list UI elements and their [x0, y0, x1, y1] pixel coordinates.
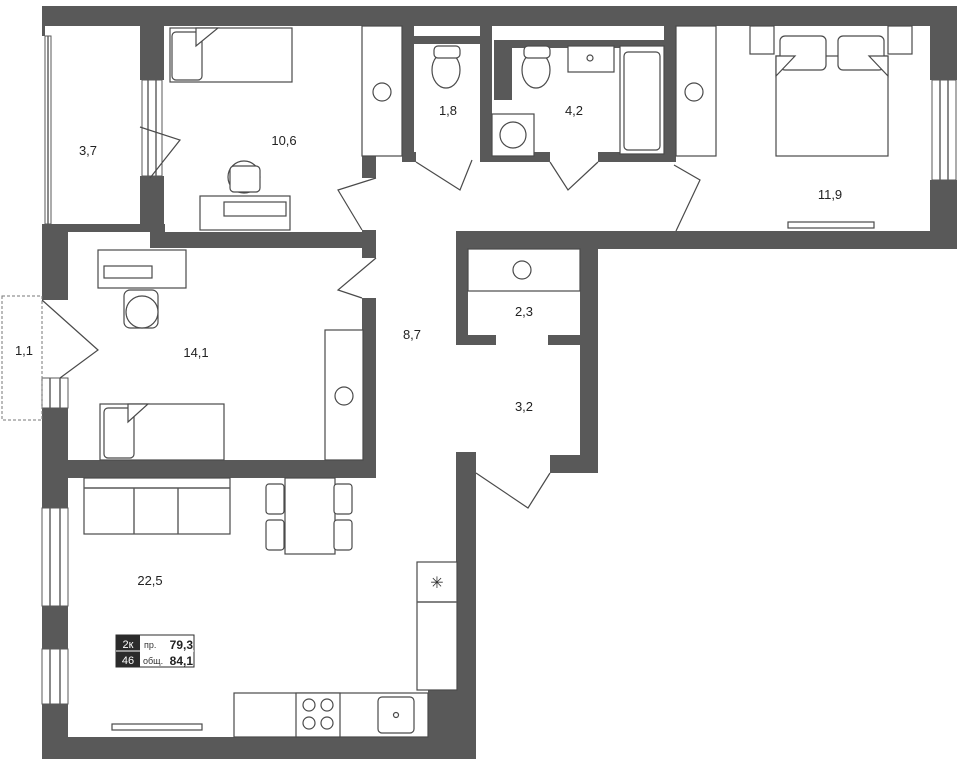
room-area-toilet: 1,8	[439, 103, 457, 118]
windows	[1, 35, 957, 705]
badge-type-code: 2к	[123, 639, 134, 651]
room-area-storage: 2,3	[515, 304, 533, 319]
room-area-bedroom-middle: 14,1	[183, 345, 208, 360]
room-labels: 3,7 10,6 1,8 4,2 11,9 1,1 14,1 8,7 2,3 3…	[15, 103, 842, 588]
badge-living-value: 79,3	[170, 638, 194, 652]
room-area-loggia-left: 3,7	[79, 143, 97, 158]
room-area-bedroom-master: 11,9	[818, 187, 842, 202]
badge-total-value: 84,1	[170, 654, 194, 668]
room-area-bathroom: 4,2	[565, 103, 583, 118]
apartment-badge: 2к 46 пр. 79,3 общ. 84,1	[115, 634, 195, 668]
window-living-1	[41, 507, 69, 607]
window-middle-bedroom	[41, 377, 69, 409]
badge-total-label: общ.	[143, 656, 163, 666]
sink-bath	[567, 45, 615, 73]
stove	[295, 692, 341, 738]
snowflake-icon: ✳	[430, 573, 443, 592]
room-area-hallway: 8,7	[403, 327, 421, 342]
badge-living-label: пр.	[144, 640, 156, 650]
sofa	[83, 477, 231, 535]
washing-machine	[491, 113, 535, 157]
dining-table	[284, 477, 336, 555]
tv-master	[787, 221, 875, 229]
bed-double	[775, 55, 889, 157]
room-area-living-kitchen: 22,5	[137, 573, 162, 588]
window-living-2	[41, 648, 69, 705]
balcony-outline	[1, 295, 43, 421]
fridge	[416, 561, 458, 691]
badge-number: 46	[122, 655, 134, 667]
room-area-entry: 3,2	[515, 399, 533, 414]
tv-living	[111, 723, 203, 731]
room-area-bedroom-small: 10,6	[271, 133, 296, 148]
walls	[42, 6, 957, 759]
doors	[41, 126, 701, 509]
window-master	[931, 79, 957, 181]
storage-shelf	[467, 248, 581, 292]
furniture: ✳	[83, 25, 913, 738]
room-area-balcony: 1,1	[15, 343, 33, 358]
